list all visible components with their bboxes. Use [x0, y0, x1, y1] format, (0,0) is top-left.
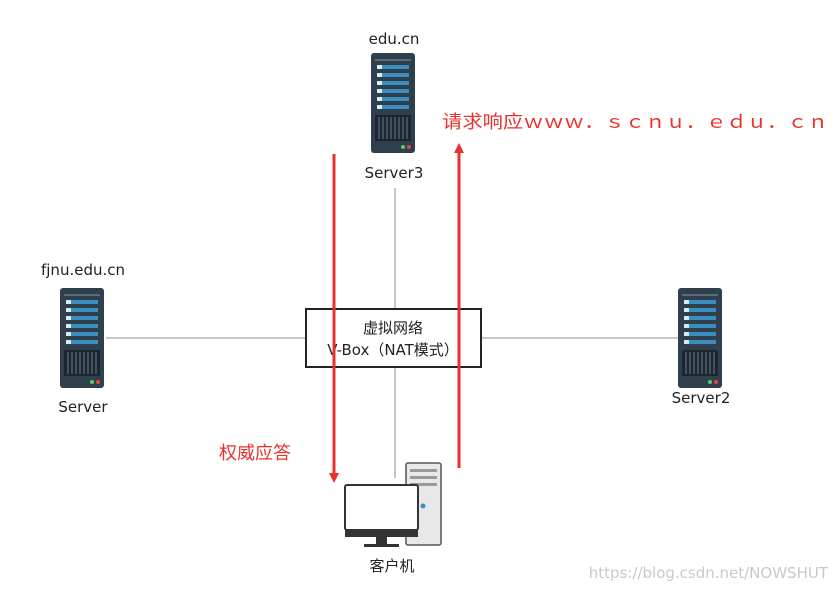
server-left-icon	[60, 288, 104, 388]
server-top-name: Server3	[365, 164, 424, 182]
server-right-icon	[678, 288, 722, 388]
client-computer-icon	[344, 462, 442, 547]
request-label: 请求响应ｗｗｗ．ｓｃｎｕ．ｅｄｕ．ｃｎ	[442, 112, 828, 133]
server-left-domain: fjnu.edu.cn	[41, 261, 125, 279]
network-box-title: 虚拟网络	[363, 319, 423, 337]
client-label: 客户机	[369, 557, 414, 575]
server-top-domain: edu.cn	[369, 30, 420, 48]
watermark: https://blog.csdn.net/NOWSHUT	[589, 564, 829, 582]
server-left-name: Server	[58, 398, 108, 416]
server-top-icon	[371, 53, 415, 153]
authority-label: 权威应答	[219, 443, 291, 464]
server-right-name: Server2	[672, 389, 731, 407]
network-box-subtitle: V-Box（NAT模式）	[327, 341, 459, 359]
